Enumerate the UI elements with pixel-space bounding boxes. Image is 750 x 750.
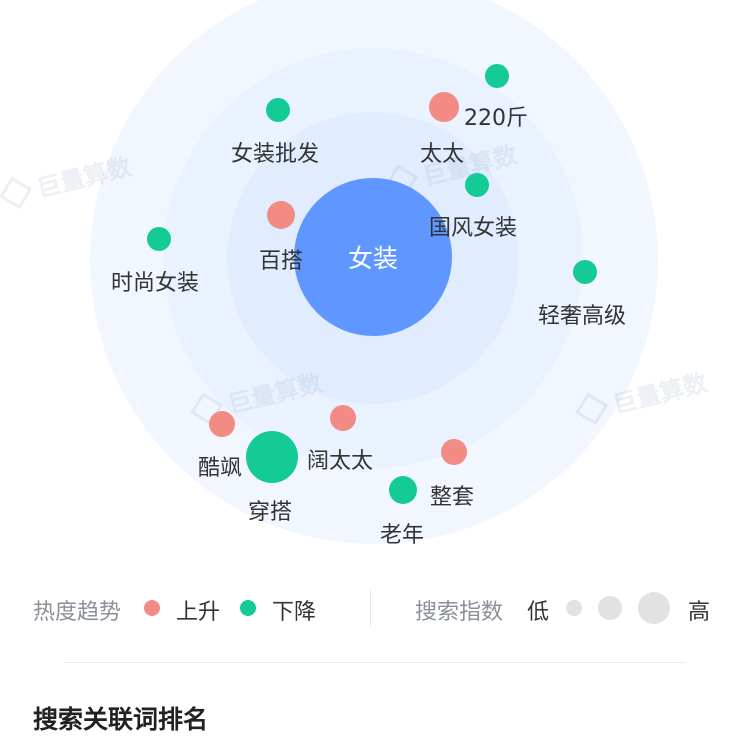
watermark-logo-icon	[0, 175, 33, 209]
keyword-label[interactable]: 穿搭	[248, 500, 293, 525]
center-keyword-label: 女装	[347, 244, 398, 273]
legend-down-dot	[240, 600, 256, 616]
center-keyword-bubble[interactable]: 女装	[294, 178, 452, 336]
keyword-bubble-down[interactable]	[465, 173, 489, 197]
legend-divider	[370, 590, 371, 626]
keyword-bubble-up[interactable]	[267, 201, 295, 229]
keyword-bubble-up[interactable]	[330, 405, 356, 431]
legend-high-label: 高	[688, 600, 711, 625]
keyword-bubble-down[interactable]	[485, 64, 509, 88]
keyword-label[interactable]: 轻奢高级	[538, 304, 627, 329]
keyword-bubble-up[interactable]	[209, 411, 235, 437]
legend-down-label: 下降	[272, 600, 317, 625]
legend-up-dot	[144, 600, 160, 616]
keyword-label[interactable]: 酷飒	[198, 456, 243, 481]
keyword-label[interactable]: 老年	[380, 523, 425, 548]
keyword-bubble-chart: 巨量算数 巨量算数 巨量算数 巨量算数 女装 220斤 太太 女装批发 国风女装…	[0, 0, 710, 548]
keyword-bubble-down[interactable]	[246, 431, 298, 483]
keyword-label[interactable]: 时尚女装	[111, 271, 200, 296]
keyword-label[interactable]: 阔太太	[307, 449, 374, 474]
keyword-label[interactable]: 女装批发	[231, 142, 320, 167]
chart-legend: 热度趋势 上升 下降 搜索指数 低 高	[0, 582, 750, 632]
index-legend-label: 搜索指数	[415, 600, 504, 625]
legend-size-large-dot	[638, 592, 670, 624]
keyword-bubble-up[interactable]	[441, 439, 467, 465]
keyword-bubble-down[interactable]	[573, 260, 597, 284]
legend-size-small-dot	[566, 600, 582, 616]
section-divider	[64, 662, 686, 663]
keyword-label[interactable]: 太太	[420, 142, 465, 167]
keyword-label[interactable]: 国风女装	[429, 216, 518, 241]
keyword-bubble-up[interactable]	[429, 92, 459, 122]
legend-up-label: 上升	[176, 600, 221, 625]
keyword-label[interactable]: 整套	[430, 485, 475, 510]
trend-legend-label: 热度趋势	[33, 600, 122, 625]
keyword-bubble-down[interactable]	[147, 227, 171, 251]
keyword-bubble-down[interactable]	[389, 476, 417, 504]
legend-size-medium-dot	[598, 596, 622, 620]
legend-low-label: 低	[527, 600, 550, 625]
related-keywords-ranking-title: 搜索关联词排名	[33, 705, 209, 734]
keyword-label[interactable]: 百搭	[259, 249, 304, 274]
keyword-bubble-down[interactable]	[266, 98, 290, 122]
keyword-label[interactable]: 220斤	[464, 106, 528, 131]
